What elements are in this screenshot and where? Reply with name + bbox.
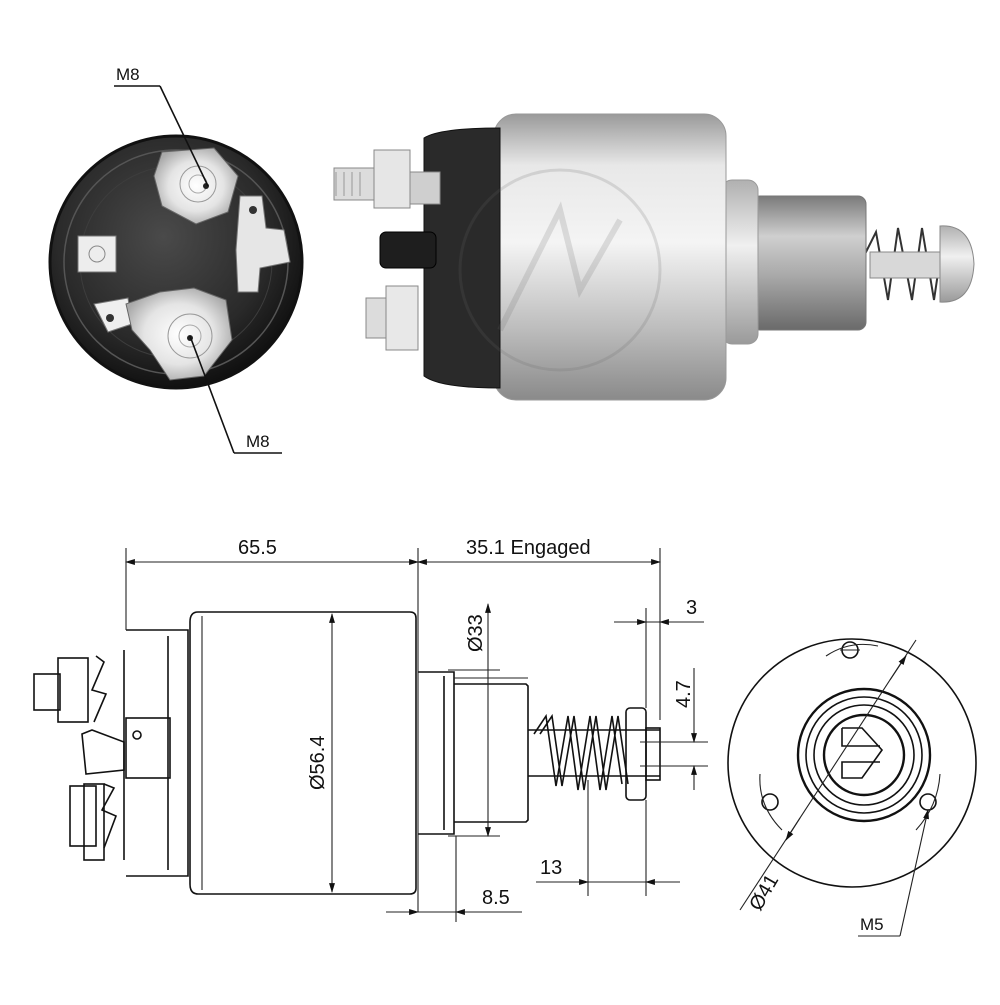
mounting-hole-left [759, 773, 783, 831]
bottom-m8-callout: M8 [189, 335, 282, 454]
bottom-terminal-nut [93, 287, 233, 381]
drawing-spring [533, 713, 629, 791]
dim-tip-diameter: 4.7 [673, 668, 697, 790]
side-dimension-drawing: 65.5 35.1 Engaged Ø56.4 Ø33 8.5 [33, 537, 708, 922]
dim-33-label: Ø33 [465, 614, 487, 652]
dim-spring-length: 13 [536, 780, 680, 896]
dim-8-5-label: 8.5 [482, 887, 510, 909]
dim-flange-offset: 8.5 [386, 836, 522, 922]
right-spade-terminal [235, 195, 291, 293]
dim-body-diameter: Ø56.4 [307, 613, 335, 893]
dim-56-4-label: Ø56.4 [307, 736, 329, 790]
watermark-logo [458, 168, 662, 372]
top-m8-label: M8 [116, 65, 140, 84]
end-view-photo: M8 M8 [48, 65, 304, 454]
dim-neck-diameter: Ø33 [448, 603, 500, 837]
photo-terminals [333, 149, 441, 351]
dim-13-label: 13 [540, 857, 562, 879]
dim-body-length: 65.5 [125, 537, 419, 912]
dim-41-label: Ø41 [745, 871, 783, 915]
plunger-spring [859, 225, 975, 303]
bottom-m8-label: M8 [246, 432, 270, 451]
dim-35-1-label: 35.1 Engaged [466, 537, 591, 559]
m5-label: M5 [860, 915, 884, 934]
side-view-photo [333, 113, 975, 401]
mounting-hole-right [915, 773, 941, 831]
dim-3-label: 3 [686, 597, 697, 619]
top-m8-callout: M8 [114, 65, 209, 187]
dim-tip-thickness: 3 [614, 597, 704, 708]
mounting-hole-top [825, 641, 879, 659]
left-small-terminal [77, 235, 117, 273]
dim-65-5-label: 65.5 [238, 537, 277, 559]
dim-4-7-label: 4.7 [673, 680, 695, 708]
end-dimension-drawing: Ø41 M5 [727, 638, 977, 937]
dim-plunger-travel: 35.1 Engaged [417, 537, 661, 720]
m5-callout: M5 [858, 809, 929, 937]
dim-bolt-circle: Ø41 [739, 639, 917, 915]
